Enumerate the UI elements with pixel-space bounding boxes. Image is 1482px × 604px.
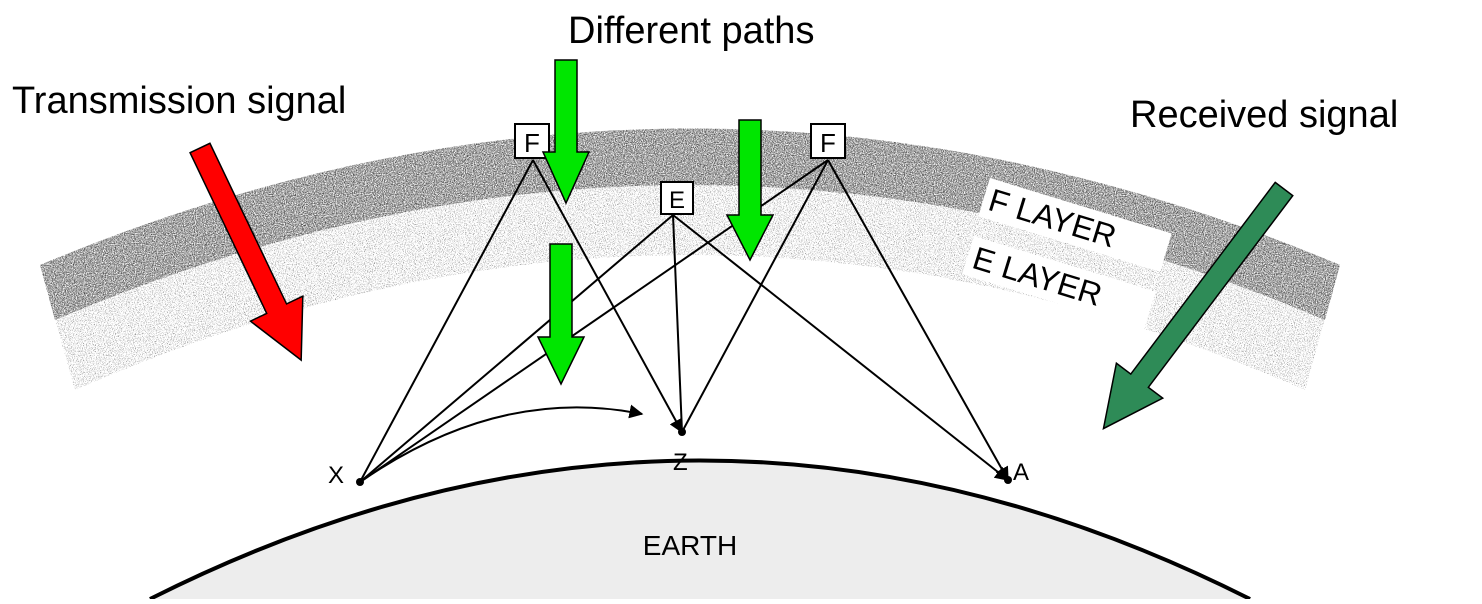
point-z-label: Z <box>673 449 688 476</box>
path-arrow-3 <box>536 243 586 386</box>
different-paths-caption: Different paths <box>568 10 815 52</box>
f-right-reflection-box: F <box>810 123 846 159</box>
path-x-to-f-left <box>359 159 534 483</box>
path-arrow-2 <box>725 119 775 262</box>
path-f-left-to-z <box>532 159 683 434</box>
f-right-label: F <box>820 128 836 158</box>
received-signal-caption: Received signal <box>1130 94 1399 136</box>
ground-wave-path <box>359 404 644 483</box>
e-label: E <box>669 187 685 214</box>
path-f-right-to-a <box>827 159 1009 482</box>
e-reflection-box: E <box>660 181 694 215</box>
point-a-label: A <box>1013 459 1029 486</box>
point-x-dot <box>356 478 364 486</box>
path-z-to-e <box>672 214 683 433</box>
transmission-signal-caption: Transmission signal <box>12 80 347 122</box>
earth-label: EARTH <box>643 530 737 561</box>
path-z-to-f-right <box>681 159 829 433</box>
path-e-to-a <box>672 214 1010 481</box>
f-left-label: F <box>524 128 540 158</box>
f-left-reflection-box: F <box>514 123 550 159</box>
path-x-to-e <box>359 214 674 483</box>
point-a-dot <box>1004 476 1012 484</box>
earth-horizon-line <box>149 458 1251 601</box>
signal-paths <box>359 159 1010 483</box>
path-arrow-1 <box>541 59 591 205</box>
received-arrow <box>1102 181 1294 430</box>
point-x-label: X <box>328 462 344 489</box>
f-layer-band <box>40 128 1340 320</box>
transmission-arrow <box>189 142 304 362</box>
point-z-dot <box>678 428 686 436</box>
